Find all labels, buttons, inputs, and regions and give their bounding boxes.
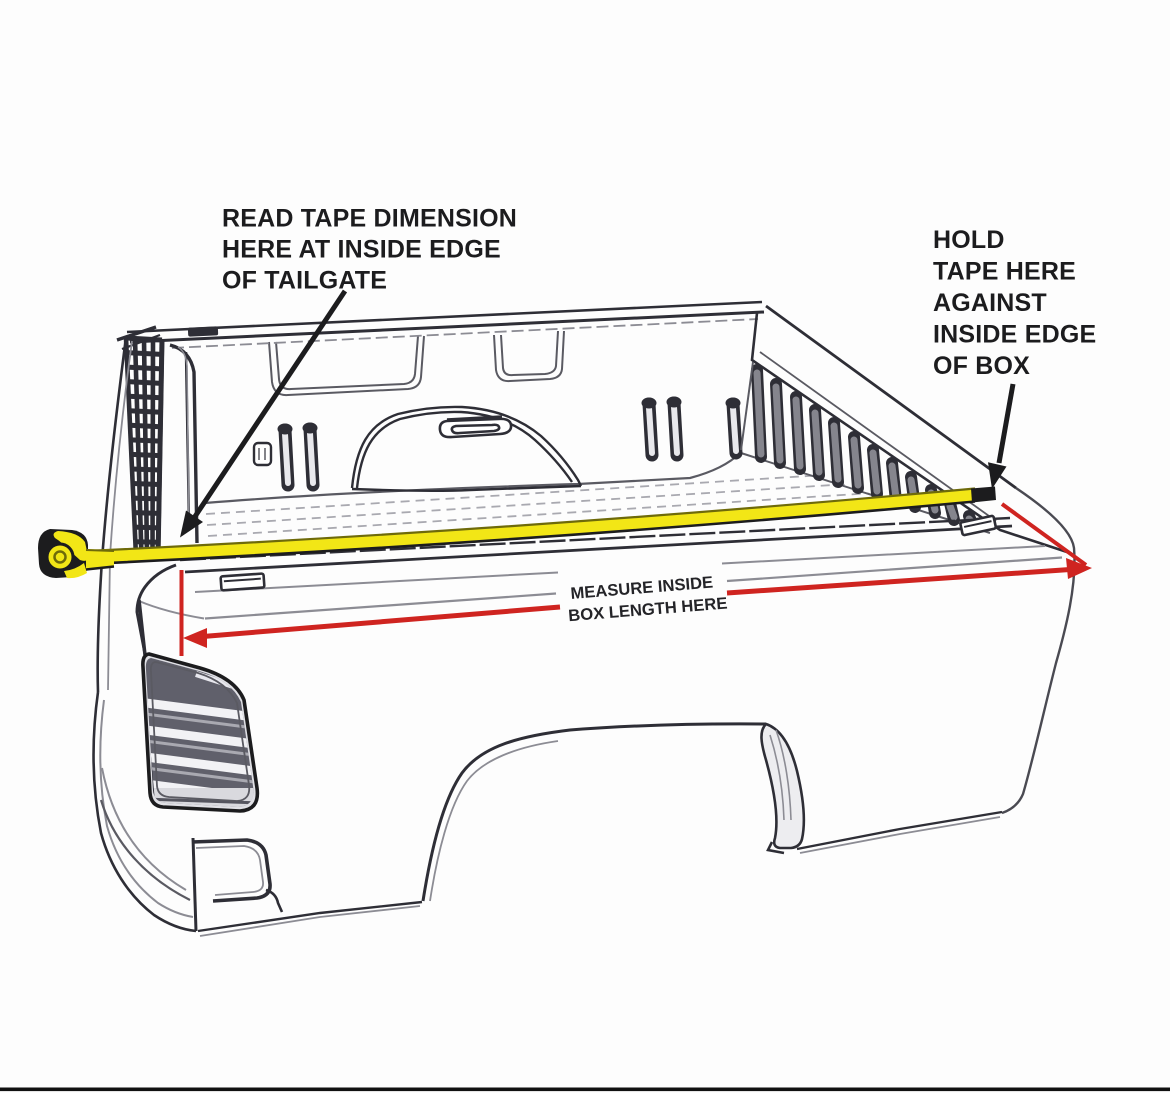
svg-text:HOLD: HOLD: [933, 226, 1005, 254]
svg-text:HERE AT INSIDE EDGE: HERE AT INSIDE EDGE: [222, 236, 501, 264]
svg-text:READ TAPE DIMENSION: READ TAPE DIMENSION: [222, 205, 517, 233]
svg-text:OF BOX: OF BOX: [933, 352, 1030, 380]
svg-text:OF TAILGATE: OF TAILGATE: [222, 267, 387, 295]
svg-text:TAPE HERE: TAPE HERE: [933, 258, 1076, 286]
svg-text:INSIDE EDGE: INSIDE EDGE: [933, 321, 1096, 349]
svg-text:AGAINST: AGAINST: [933, 289, 1047, 317]
